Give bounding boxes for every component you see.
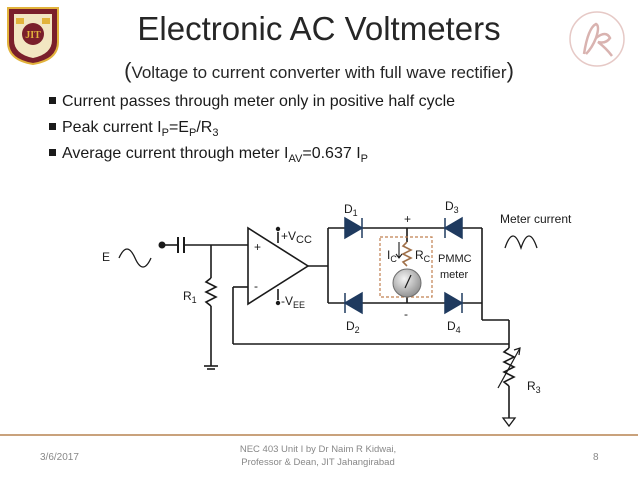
- meter-minus: -: [404, 307, 408, 321]
- presenter-monogram: [566, 8, 628, 70]
- bullet-item: Average current through meter IAV=0.637 …: [49, 145, 368, 165]
- d4-label: D4: [447, 319, 461, 335]
- footer-divider: [0, 434, 638, 436]
- bullet-item: Current passes through meter only in pos…: [49, 93, 455, 111]
- diode-d4: [444, 291, 464, 315]
- ac-source-symbol: [118, 248, 152, 268]
- pmmc-label: PMMC: [438, 253, 472, 265]
- rc-label: RC: [415, 248, 431, 264]
- svg-text:JIT: JIT: [25, 30, 41, 41]
- vcc-label: +VCC: [281, 229, 312, 246]
- footer-credit-line1: NEC 403 Unit I by Dr Naim R Kidwai,: [239, 444, 397, 455]
- bullet-item: Peak current IP=EP/R3: [49, 119, 218, 139]
- institute-logo: JIT: [4, 4, 62, 66]
- diode-d1: [344, 216, 364, 240]
- opamp-minus: -: [254, 279, 258, 293]
- footer-date: 3/6/2017: [40, 452, 79, 463]
- r3-label: R3: [527, 379, 541, 395]
- rc-resistor: [401, 241, 413, 267]
- ic-label: IC: [387, 248, 397, 264]
- d1-label: D1: [344, 202, 358, 218]
- footer-credit-line2: Professor & Dean, JIT Jahangirabad: [241, 457, 395, 468]
- input-label: E: [102, 250, 110, 264]
- opamp-plus: +: [254, 240, 261, 254]
- op-amp: [247, 226, 310, 306]
- d2-label: D2: [346, 319, 360, 335]
- page-number: 8: [593, 452, 599, 463]
- d3-label: D3: [445, 199, 459, 215]
- r1-label: R1: [183, 289, 197, 305]
- meter-plus: +: [404, 212, 411, 226]
- meter-current-label: Meter current: [500, 212, 572, 226]
- diode-d2: [343, 291, 363, 315]
- meter-label: meter: [440, 269, 468, 281]
- r1-resistor: [204, 277, 218, 307]
- footer-credit: NEC 403 Unit I by Dr Naim R Kidwai, Prof…: [218, 443, 418, 469]
- page-subtitle: (Voltage to current converter with full …: [124, 58, 514, 83]
- r3-variable-arrow: [497, 347, 521, 389]
- page-title: Electronic AC Voltmeters: [137, 10, 501, 47]
- diode-d3: [443, 216, 463, 240]
- meter-current-waveform: [504, 235, 538, 251]
- vee-label: -VEE: [281, 294, 305, 310]
- r3-resistor: [502, 347, 516, 387]
